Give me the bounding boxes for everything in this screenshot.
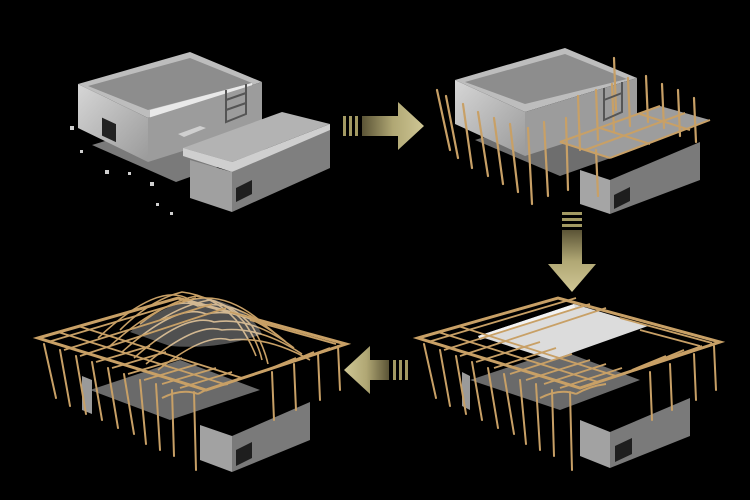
arrow-stage-1-to-2 [343, 102, 424, 150]
stage-3-roof-rafters [412, 296, 726, 471]
stage-1-concrete-shell [70, 52, 330, 215]
arrow-stage-2-to-3 [548, 212, 596, 292]
stage-4-curved-roof-framing [32, 291, 352, 472]
arrow-stage-3-to-4 [344, 346, 408, 394]
stage-2-columns-and-beams [435, 48, 711, 214]
